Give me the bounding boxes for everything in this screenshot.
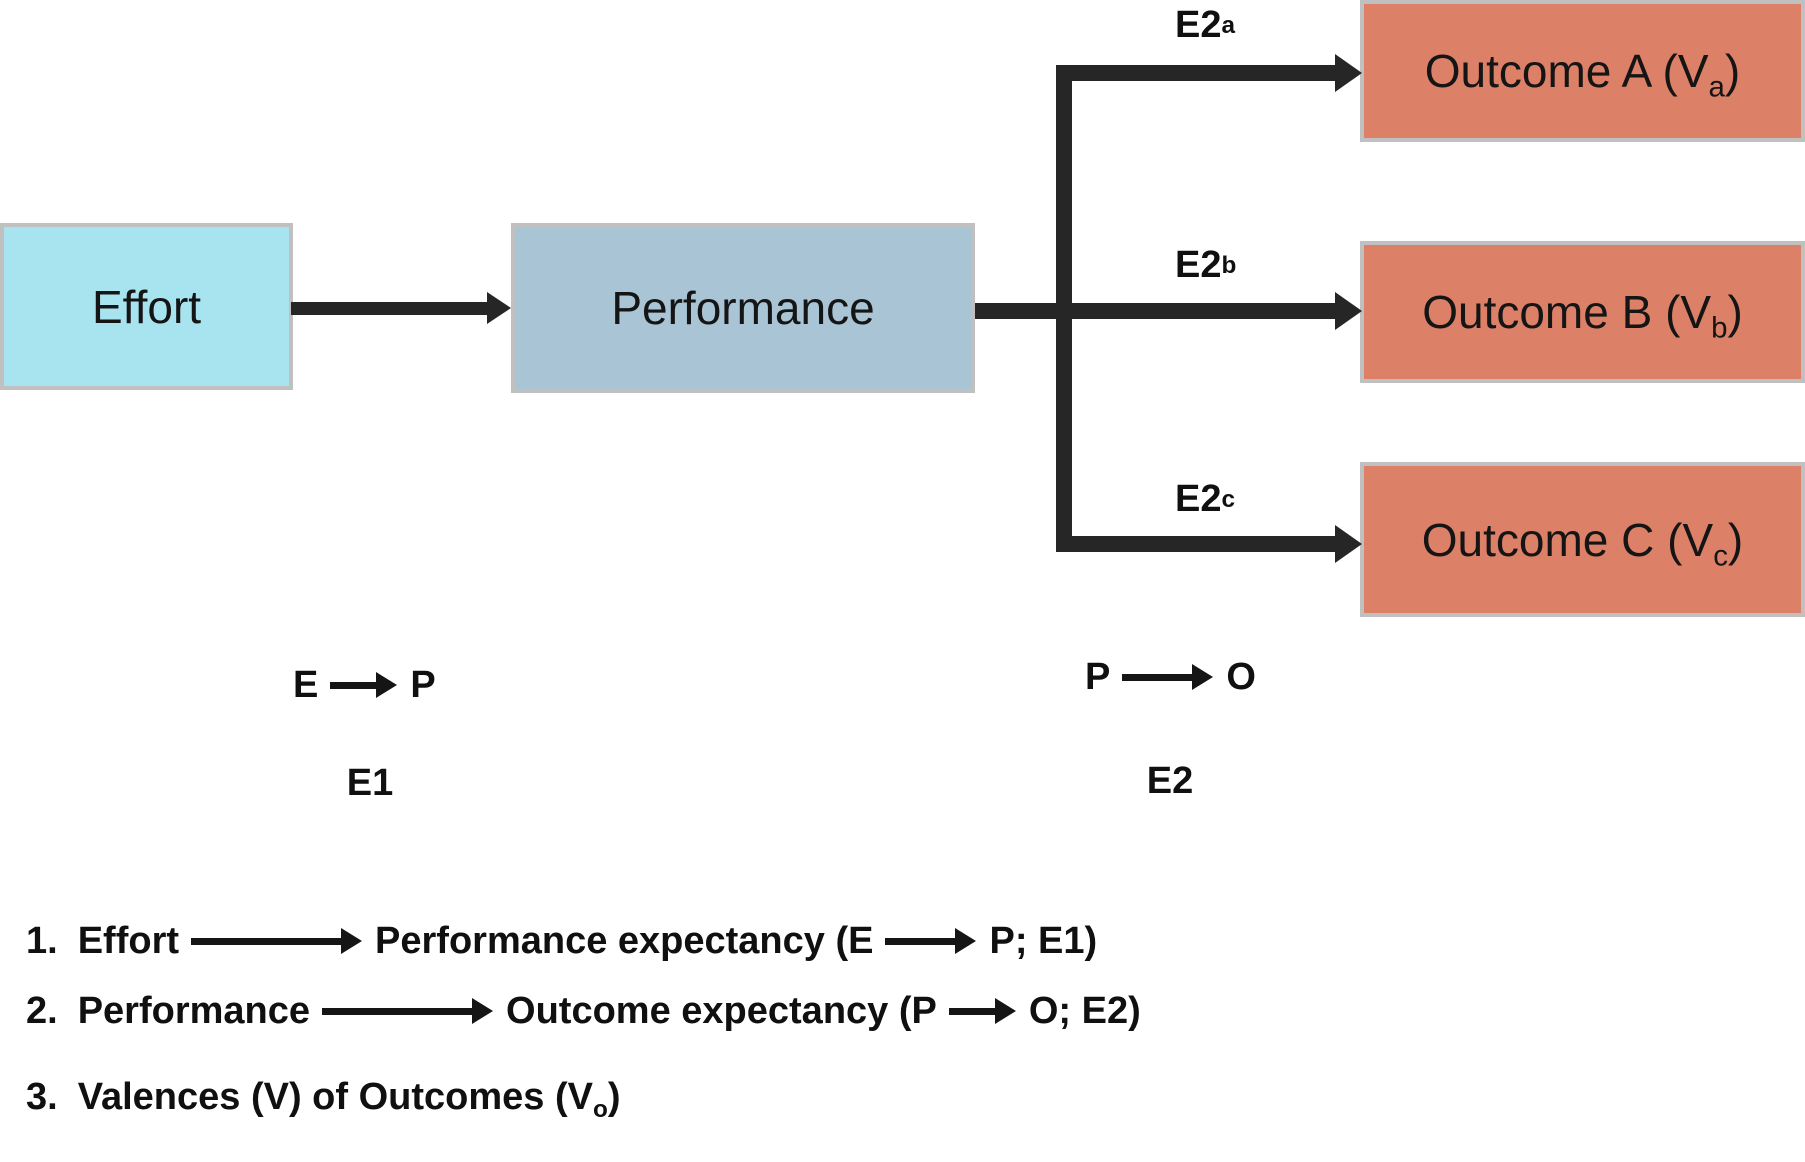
legend-1-number: 1. [26, 920, 58, 962]
outcome-b-box: Outcome B (Vb) [1360, 241, 1805, 383]
outcome-a-box: Outcome A (Va) [1360, 0, 1805, 142]
branch-line-bottom [1056, 536, 1335, 552]
ep-expectancy-label: E P [293, 664, 436, 707]
legend-3-subscript: o [592, 1095, 608, 1123]
effort-label: Effort [91, 280, 202, 333]
effort-box: Effort [0, 223, 293, 390]
e2c-text: E2 [1175, 478, 1222, 520]
outcome-a-arrowhead-icon [1335, 54, 1362, 92]
branch-trunk-line [1056, 65, 1072, 552]
legend-2-pre: Performance [77, 990, 311, 1032]
ep-from: E [293, 664, 319, 706]
e2a-text: E2 [1175, 4, 1222, 46]
effort-performance-arrow-line [291, 302, 487, 315]
po-expectancy-label: P O [1085, 656, 1256, 699]
legend-1-mid: Performance expectancy (E [375, 920, 874, 962]
arrow-right-icon [1122, 664, 1214, 690]
branch-line-middle [975, 303, 1335, 319]
legend-3-text: Valences (V) of Outcomes (Vo) [77, 1076, 621, 1121]
po-from: P [1085, 656, 1111, 698]
outcome-a-subscript: a [1708, 70, 1725, 104]
outcome-b-close: ) [1727, 286, 1743, 338]
outcome-c-subscript: c [1713, 538, 1728, 572]
performance-label: Performance [611, 282, 875, 334]
outcome-c-label: Outcome C (Vc) [1421, 513, 1744, 571]
legend-1-pre: Effort [77, 920, 180, 962]
e2b-text: E2 [1175, 244, 1222, 286]
legend-item-3: 3. Valences (V) of Outcomes (Vo) [26, 1076, 621, 1121]
outcome-b-arrowhead-icon [1335, 292, 1362, 330]
po-to: O [1226, 656, 1256, 698]
outcome-a-text: Outcome A (V [1424, 45, 1709, 97]
arrow-right-icon [948, 998, 1016, 1024]
arrow-right-icon [885, 928, 977, 954]
effort-performance-arrowhead-icon [487, 292, 511, 324]
legend-2-mid: Outcome expectancy (P [506, 990, 937, 1032]
arrow-right-icon [330, 672, 398, 698]
outcome-c-box: Outcome C (Vc) [1360, 462, 1805, 617]
legend-3-main: Valences (V) of Outcomes (V [77, 1076, 593, 1118]
outcome-a-close: ) [1724, 45, 1741, 97]
arrow-right-icon [191, 928, 363, 954]
legend-3-close: ) [607, 1076, 621, 1118]
ep-to: P [410, 664, 436, 706]
arrow-right-icon [322, 998, 494, 1024]
e1-caption: E1 [346, 762, 394, 804]
legend-3-number: 3. [26, 1076, 58, 1118]
outcome-a-label: Outcome A (Va) [1424, 44, 1741, 102]
legend-2-post: O; E2) [1028, 990, 1141, 1032]
outcome-b-subscript: b [1711, 311, 1728, 345]
legend-item-1: 1. Effort Performance expectancy (E P; E… [26, 920, 1097, 963]
outcome-b-label: Outcome B (Vb) [1422, 285, 1743, 343]
legend-item-2: 2. Performance Outcome expectancy (P O; … [26, 990, 1141, 1033]
branch-line-top [1056, 65, 1335, 81]
e2-caption: E2 [1146, 760, 1194, 802]
performance-box: Performance [511, 223, 975, 393]
legend-1-post: P; E1) [989, 920, 1098, 962]
outcome-c-arrowhead-icon [1335, 525, 1362, 563]
legend-2-number: 2. [26, 990, 58, 1032]
outcome-c-close: ) [1727, 513, 1744, 566]
outcome-b-text: Outcome B (V [1422, 286, 1712, 338]
outcome-c-text: Outcome C (V [1421, 513, 1714, 566]
